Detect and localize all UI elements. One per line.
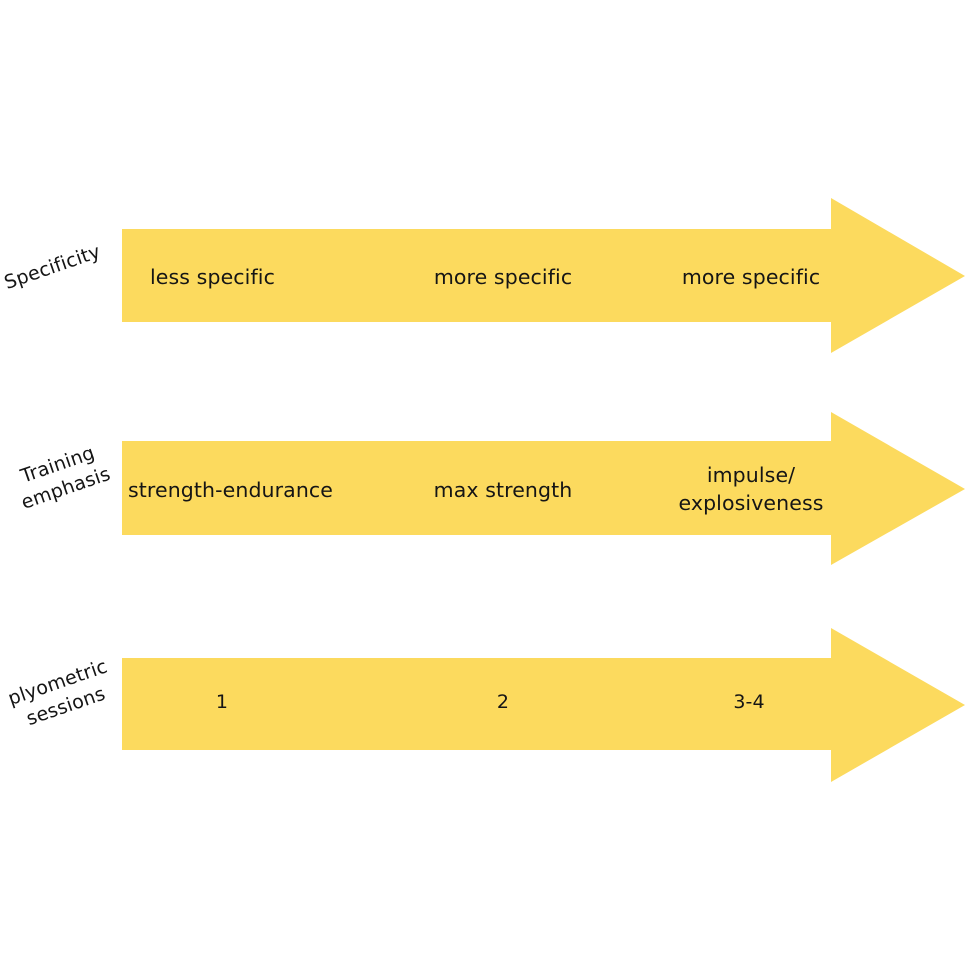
cell-training-emphasis-3: impulse/ explosiveness: [678, 463, 824, 515]
cell-specificity-3: more specific: [681, 265, 821, 289]
cell-plyometric-sessions-3: 3-4: [733, 691, 765, 713]
row-label-plyometric-sessions: plyometric sessions: [5, 655, 111, 731]
cell-training-emphasis-1: strength-endurance: [128, 478, 334, 502]
cell-specificity-2: more specific: [433, 265, 573, 289]
cell-plyometric-sessions-2: 2: [496, 691, 510, 713]
row-label-training-emphasis: Training emphasis: [17, 441, 114, 514]
cell-training-emphasis-2: max strength: [433, 478, 573, 502]
cell-specificity-1: less specific: [150, 265, 275, 289]
cell-plyometric-sessions-1: 1: [215, 691, 229, 713]
row-label-specificity: Specificity: [1, 240, 104, 294]
